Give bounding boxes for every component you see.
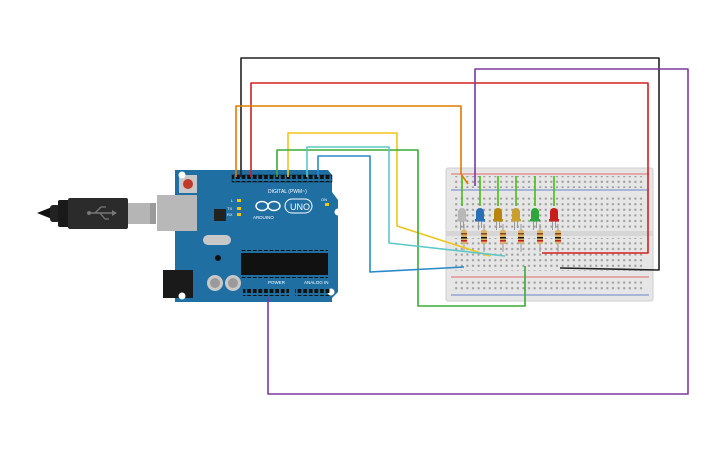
wire-green[interactable] bbox=[276, 149, 526, 307]
led-label-rx: RX bbox=[227, 212, 233, 217]
led-l-indicator bbox=[237, 199, 241, 202]
led-yellow[interactable] bbox=[511, 208, 521, 230]
analog-label: ANALOG IN bbox=[304, 280, 329, 285]
wire-red[interactable] bbox=[250, 82, 649, 254]
led-array bbox=[457, 208, 559, 230]
resistor[interactable] bbox=[555, 224, 561, 252]
power-jack bbox=[163, 270, 193, 298]
analog-header[interactable] bbox=[295, 289, 331, 296]
arduino-uno-board[interactable]: DIGITAL (PWM~) POWER ANALOG IN L TX RX A… bbox=[157, 170, 342, 302]
led-leads bbox=[461, 176, 555, 206]
wire-black[interactable] bbox=[240, 57, 660, 271]
arduino-logo: ARDUINO bbox=[253, 200, 281, 220]
led-label-tx: TX bbox=[227, 206, 232, 211]
usb-chip bbox=[214, 209, 226, 221]
led-rx-indicator bbox=[237, 213, 241, 216]
led-orange[interactable] bbox=[493, 208, 503, 230]
resistor[interactable] bbox=[500, 224, 506, 252]
led-tx-indicator bbox=[237, 207, 241, 210]
led-blue[interactable] bbox=[475, 208, 485, 230]
led-red[interactable] bbox=[549, 208, 559, 230]
usb-cable[interactable] bbox=[37, 198, 156, 229]
mount-hole bbox=[178, 171, 186, 179]
power-header[interactable] bbox=[243, 289, 289, 296]
breadboard[interactable] bbox=[445, 167, 654, 302]
atmega-chip bbox=[241, 253, 328, 275]
crystal bbox=[203, 235, 231, 245]
resistors bbox=[461, 224, 561, 252]
reset-button-cap[interactable] bbox=[183, 179, 193, 189]
power-label: POWER bbox=[268, 280, 286, 285]
resistor[interactable] bbox=[537, 224, 543, 252]
usb-port bbox=[157, 195, 197, 231]
wire-orange[interactable] bbox=[235, 105, 469, 185]
digital-header[interactable] bbox=[232, 175, 332, 182]
wire-cyan[interactable] bbox=[306, 146, 506, 257]
brand-label: UNO bbox=[290, 202, 310, 212]
on-label: ON bbox=[321, 197, 327, 202]
svg-text:ARDUINO: ARDUINO bbox=[253, 215, 274, 220]
on-led bbox=[325, 203, 329, 206]
digital-label: DIGITAL (PWM~) bbox=[268, 189, 307, 195]
mount-hole bbox=[334, 208, 342, 216]
resistor[interactable] bbox=[518, 224, 524, 252]
regulator bbox=[215, 255, 221, 261]
usb-icon bbox=[87, 206, 117, 220]
wire-blue[interactable] bbox=[317, 155, 465, 273]
resistor[interactable] bbox=[481, 224, 487, 252]
led-label-l: L bbox=[231, 198, 234, 203]
led-green[interactable] bbox=[530, 208, 540, 230]
wire-purple[interactable] bbox=[267, 68, 689, 395]
wire-yellow[interactable] bbox=[287, 132, 491, 257]
mount-hole bbox=[178, 292, 186, 300]
